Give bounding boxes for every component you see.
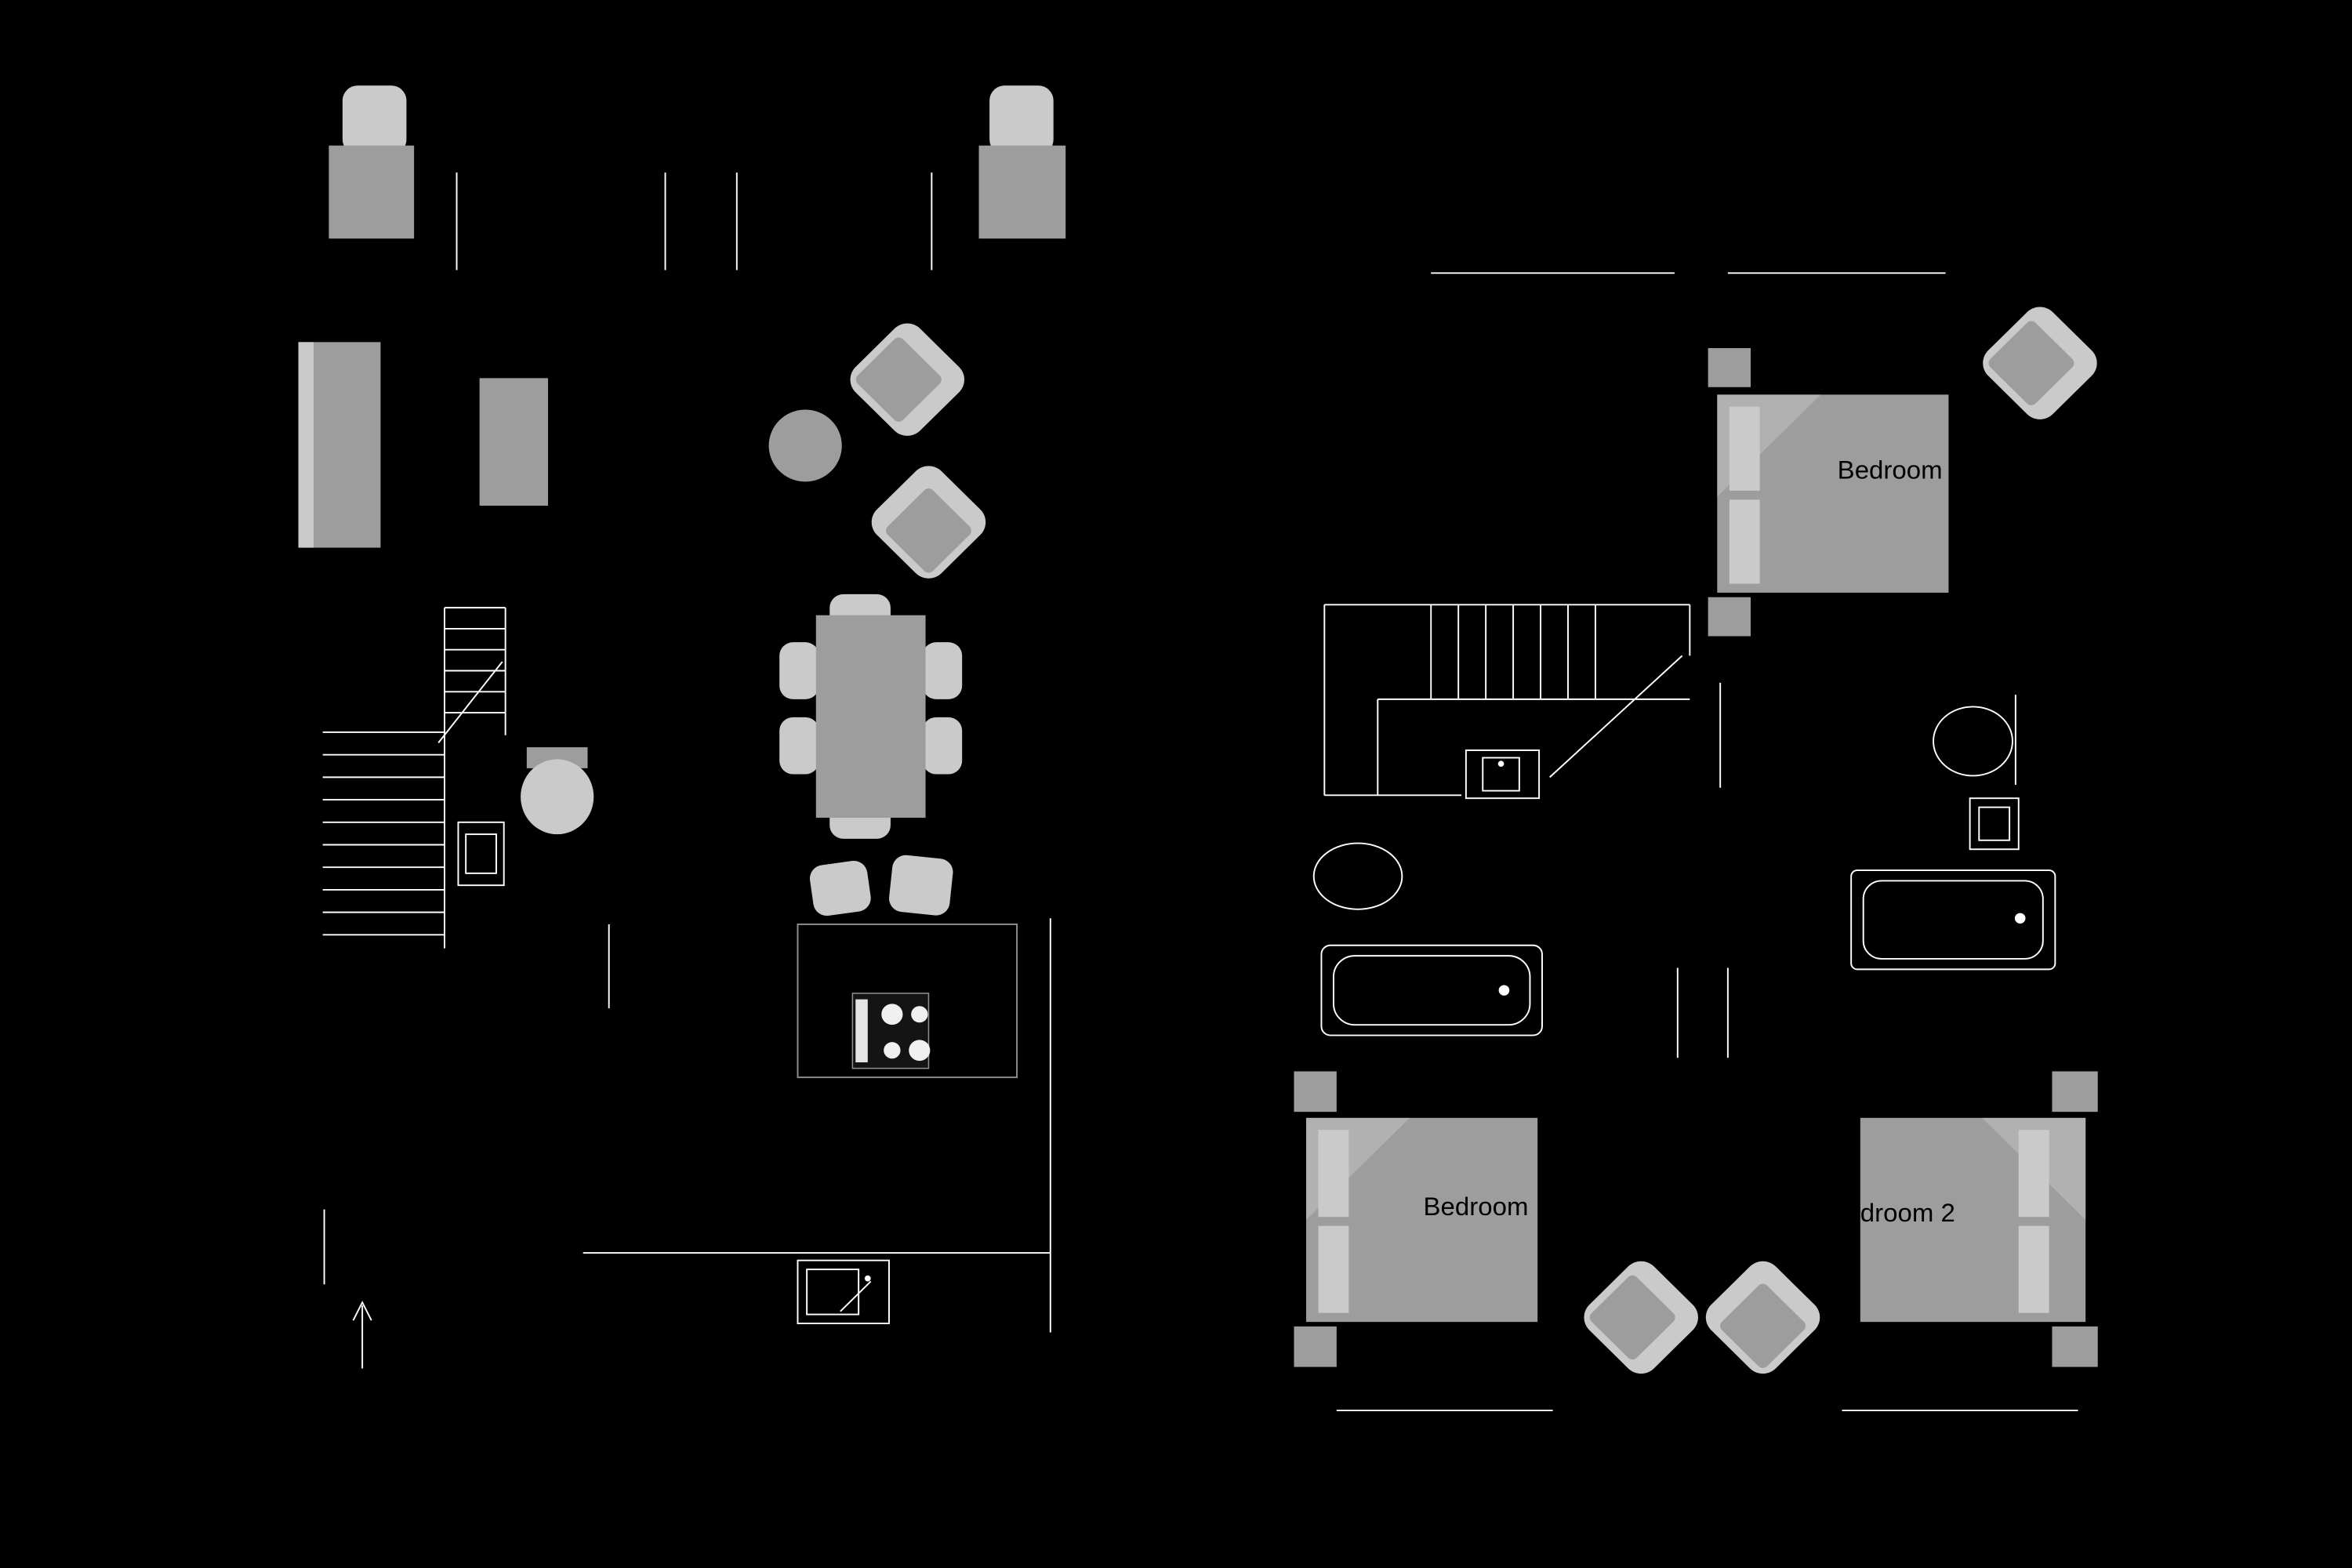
bathtub-outline <box>1850 869 2056 971</box>
sink-basin <box>1482 757 1520 792</box>
bathroom-left <box>1312 842 1543 1036</box>
nightstand <box>1708 597 1751 637</box>
bathtub-drain <box>2014 913 2026 924</box>
sink-tap <box>864 1275 871 1282</box>
bedroom-top-right: Bedroom <box>1708 348 1949 637</box>
sink-tap <box>1497 760 1504 767</box>
dining-chair <box>779 642 819 699</box>
dining-table <box>815 615 926 818</box>
pillow <box>1729 406 1760 491</box>
armchair-bottom-1 <box>1584 1261 1698 1374</box>
pillow <box>2018 1225 2049 1313</box>
sink-outline <box>797 1259 890 1324</box>
armchair-top-right <box>1983 307 2097 419</box>
staircase-first-floor <box>1323 604 1691 797</box>
bathtub-drain <box>1498 985 1510 996</box>
dining-chair <box>922 717 963 775</box>
armchair-seat <box>978 145 1066 239</box>
bedroom-bottom-right: droom 2 <box>1860 1071 2098 1367</box>
pillow <box>1729 499 1760 584</box>
armchair-top-left <box>328 85 415 239</box>
armchair-bottom-2 <box>1705 1261 1820 1374</box>
cooktop <box>851 993 931 1069</box>
dining-chair <box>922 642 963 699</box>
nightstand <box>1294 1326 1337 1367</box>
first-floor-plan: Bedroom <box>1294 272 2098 1411</box>
toilet-ground-floor <box>521 747 594 835</box>
bar-stool-1 <box>809 860 871 916</box>
armchair-seat <box>1720 1283 1806 1368</box>
tv-unit <box>479 378 549 506</box>
basin-outline <box>457 821 505 887</box>
stair-break-line <box>1549 655 1683 779</box>
kitchen-sink <box>797 1259 890 1324</box>
first-floor-walls <box>1676 682 1729 1058</box>
sink-drainer <box>840 1280 872 1312</box>
bathtub-outline <box>1320 944 1543 1036</box>
stair-treads <box>1430 604 1596 699</box>
landing-sink <box>1465 749 1541 800</box>
coffee-table <box>768 409 842 482</box>
armchair-seat <box>1589 1275 1675 1360</box>
pillow <box>1318 1225 1349 1313</box>
nightstand <box>1708 348 1751 387</box>
nightstand <box>2052 1326 2098 1367</box>
toilet-bowl <box>521 759 594 835</box>
toilet-bowl <box>1933 706 2013 777</box>
pillow <box>1318 1130 1349 1218</box>
armchair-seat <box>855 337 942 422</box>
armchair-diagonal-1 <box>850 323 965 436</box>
stair-treads-upper <box>444 627 506 714</box>
armchair-top-middle <box>978 85 1066 239</box>
nightstand <box>1294 1071 1337 1112</box>
armchair-diagonal-2 <box>871 466 986 579</box>
kitchen-island <box>797 923 1018 1079</box>
small-basin <box>457 821 505 887</box>
armchair-seat <box>1988 321 2074 405</box>
sink-basin <box>806 1269 860 1316</box>
armchair-seat <box>886 488 971 573</box>
basin-inner <box>1978 806 2011 841</box>
bedroom-bottom-left: Bedroom <box>1294 1071 1538 1367</box>
sofa <box>298 342 381 548</box>
sofa-back <box>298 342 314 548</box>
first-floor-windows <box>1336 272 2078 1411</box>
cooktop-controls <box>855 999 868 1063</box>
bathtub-inner <box>1333 955 1531 1026</box>
bedroom-label: Bedroom <box>1424 1192 1529 1221</box>
stair-break-line <box>437 661 503 743</box>
bathtub-inner <box>1862 880 2044 960</box>
armchair-back <box>342 85 407 155</box>
staircase-ground-floor <box>322 607 506 949</box>
nightstand <box>2052 1071 2098 1112</box>
stair-treads-lower <box>322 731 445 936</box>
direction-arrow <box>352 1301 372 1369</box>
bathroom-right <box>1850 695 2056 971</box>
bedroom-label: Bedroom <box>1838 456 1943 485</box>
toilet-bowl <box>1312 842 1403 910</box>
pillow <box>2018 1130 2049 1218</box>
ground-floor-plan <box>298 85 1066 1369</box>
dining-set <box>779 593 963 839</box>
basin-inner <box>465 833 497 874</box>
dining-chair <box>779 717 819 775</box>
basin-outline <box>1969 797 2020 851</box>
armchair-seat <box>328 145 415 239</box>
top-wall-marks <box>456 172 933 270</box>
armchair-back <box>989 85 1054 155</box>
bar-stool-2 <box>889 855 953 916</box>
ground-floor-walls <box>323 918 1051 1333</box>
sink-outline <box>1465 749 1541 800</box>
bedroom-label: droom 2 <box>1860 1198 1955 1227</box>
